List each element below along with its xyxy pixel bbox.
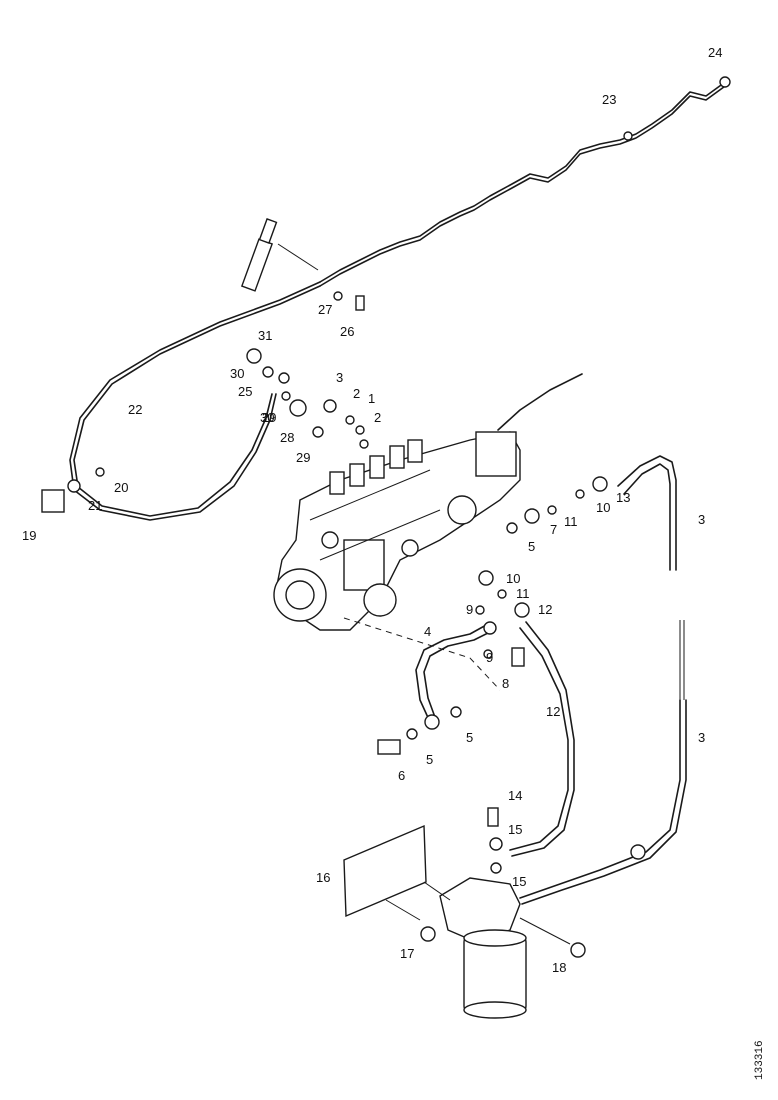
banjo-4: [424, 714, 440, 730]
callout-31: 31: [258, 328, 272, 343]
washer-29b: [312, 426, 324, 438]
callout-5c: 5: [426, 752, 433, 767]
callout-9a: 9: [466, 602, 473, 617]
washer-30b: [281, 391, 291, 401]
callout-29a: 29: [296, 450, 310, 465]
banjo-29a: [289, 399, 307, 417]
banjo-31: [246, 348, 262, 364]
washer-1: [355, 425, 365, 435]
callout-5b: 5: [466, 730, 473, 745]
callout-29b: 29: [262, 410, 276, 425]
washer-30a: [262, 366, 274, 378]
callout-30b: 30: [260, 410, 274, 425]
washer-5a: [506, 522, 518, 534]
injection-pump: [273, 431, 521, 631]
callout-3b: 3: [698, 512, 705, 527]
hose-9-upper: [617, 455, 677, 571]
washer-10: [575, 489, 585, 499]
hose-9-lower: [519, 699, 681, 899]
bolt-17: [420, 926, 436, 942]
bolt-26: [355, 295, 365, 311]
drawing-code: 133316: [754, 1040, 766, 1080]
bolt-8: [511, 647, 525, 667]
callout-7: 7: [550, 522, 557, 537]
clamp-21: [67, 479, 81, 493]
callout-6: 6: [398, 768, 405, 783]
callout-8: 8: [502, 676, 509, 691]
return-line-top: [319, 79, 729, 283]
callout-5a: 5: [528, 539, 535, 554]
fitting-7: [524, 508, 540, 524]
fuel-filter: [439, 877, 527, 1019]
bolt-25: [278, 372, 290, 384]
callout-12a: 12: [538, 602, 552, 617]
washer-11: [547, 505, 557, 515]
banjo-fitting-24: [719, 76, 731, 88]
callout-12b: 12: [546, 704, 560, 719]
washer-2a: [345, 415, 355, 425]
bolt-3a: [323, 399, 337, 413]
leak-off-line-22: [69, 281, 321, 521]
clip-23: [623, 131, 633, 141]
callout-26: 26: [340, 324, 354, 339]
callout-14: 14: [508, 788, 522, 803]
washer-5d: [406, 728, 418, 740]
callout-24: 24: [708, 45, 722, 60]
callout-21: 21: [88, 498, 102, 513]
callout-3c: 3: [698, 730, 705, 745]
bolt-14: [487, 807, 499, 827]
injector: [240, 218, 278, 292]
nut-13: [592, 476, 608, 492]
callout-16: 16: [316, 870, 330, 885]
callout-17: 17: [400, 946, 414, 961]
callout-19: 19: [22, 528, 36, 543]
washer-3c: [483, 649, 493, 659]
callout-18: 18: [552, 960, 566, 975]
callout-2b: 2: [374, 410, 381, 425]
callout-1: 1: [368, 391, 375, 406]
callout-20: 20: [114, 480, 128, 495]
washer-11b: [497, 589, 507, 599]
callout-30a: 30: [230, 366, 244, 381]
washer-5b: [475, 605, 485, 615]
bolt-6: [377, 739, 401, 755]
callout-22: 22: [128, 402, 142, 417]
callout-9b: 9: [486, 650, 493, 665]
callout-10b: 10: [506, 571, 520, 586]
callout-11a: 11: [564, 514, 578, 529]
bracket-19: [41, 489, 65, 513]
callout-4: 4: [424, 624, 431, 639]
bolt-18: [570, 942, 586, 958]
washer-5c: [450, 706, 462, 718]
banjo-15a: [489, 837, 503, 851]
hose-clamp: [630, 844, 646, 860]
fitting-10: [478, 570, 494, 586]
callout-11b: 11: [516, 586, 530, 601]
callout-10a: 10: [596, 500, 610, 515]
washer-15b: [490, 862, 502, 874]
line-12: [511, 621, 575, 857]
callout-28: 28: [280, 430, 294, 445]
callout-23: 23: [602, 92, 616, 107]
callout-3a: 3: [336, 370, 343, 385]
bracket-16: [343, 824, 427, 918]
callout-27: 27: [318, 302, 332, 317]
washer-2b: [359, 439, 369, 449]
callout-15a: 15: [508, 822, 522, 837]
cable: [497, 373, 583, 431]
bolt-20: [95, 467, 105, 477]
fitting-6: [483, 621, 497, 635]
banjo-12: [514, 602, 530, 618]
washer-27: [333, 291, 343, 301]
line-4: [415, 623, 489, 723]
callout-2a: 2: [353, 386, 360, 401]
callout-15b: 15: [512, 874, 526, 889]
callout-25: 25: [238, 384, 252, 399]
callout-13: 13: [616, 490, 630, 505]
